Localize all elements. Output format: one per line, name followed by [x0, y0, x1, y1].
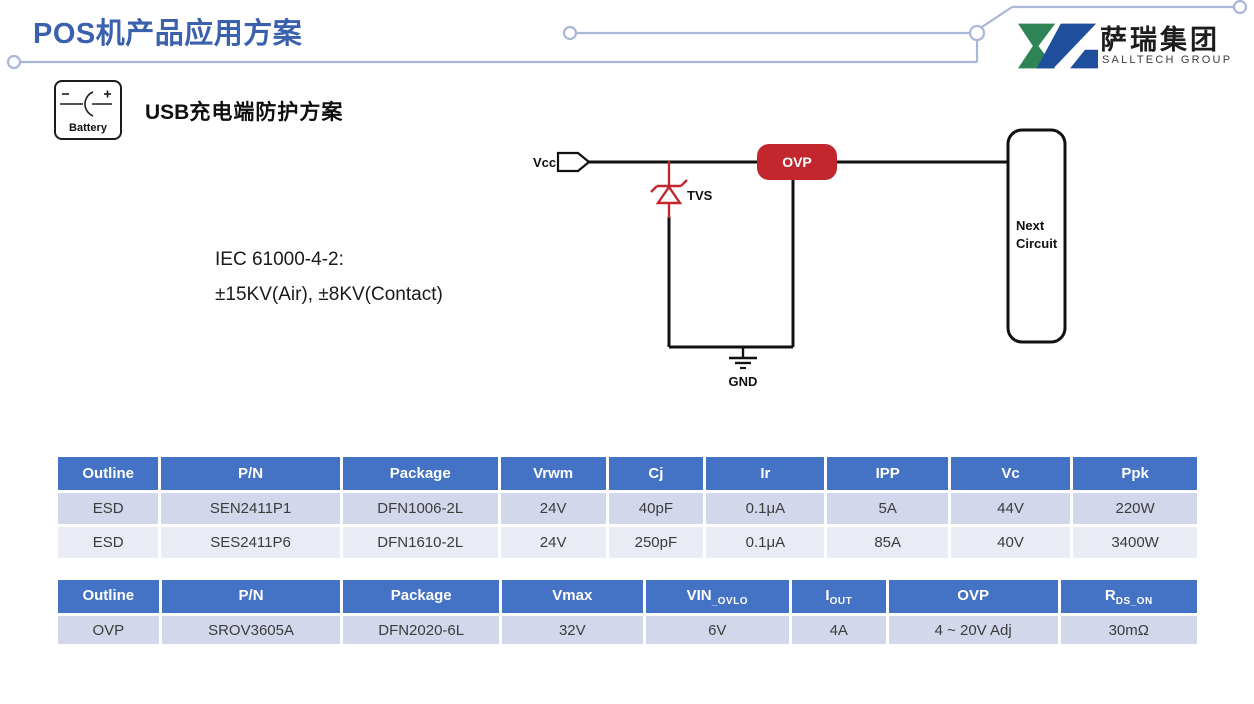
section-heading-main: 充电端防护方案 — [189, 100, 344, 124]
table-cell: ESD — [58, 493, 159, 524]
section-heading: USB充电端防护方案 — [145, 96, 343, 126]
table-cell: 30mΩ — [1060, 616, 1197, 644]
table-cell: 3400W — [1073, 527, 1197, 558]
column-header: VIN_OVLO — [645, 580, 789, 613]
salltech-logo-icon — [1018, 23, 1098, 69]
column-header: Ppk — [1073, 457, 1197, 490]
column-header: OVP — [888, 580, 1058, 613]
table-cell: 85A — [827, 527, 948, 558]
logo-name-en: SALLTECH GROUP — [1102, 54, 1233, 66]
column-header: Vc — [950, 457, 1071, 490]
ovp-block-label: OVP — [782, 154, 812, 170]
column-header: Vrwm — [500, 457, 606, 490]
table-cell: 220W — [1073, 493, 1197, 524]
next-circuit-label-line1: Next — [1016, 218, 1045, 233]
ground-symbol — [729, 347, 757, 370]
salltech-logo: 萨瑞集团 SALLTECH GROUP — [1018, 18, 1248, 74]
table-cell: 24V — [500, 493, 606, 524]
battery-label: Battery — [69, 122, 107, 134]
tvs-diode — [650, 161, 688, 218]
table-cell: 0.1μA — [706, 527, 825, 558]
table-cell: OVP — [58, 616, 159, 644]
table-cell: DFN2020-6L — [343, 616, 499, 644]
table-cell: 250pF — [608, 527, 704, 558]
iec-spec-text: IEC 61000-4-2: ±15KV(Air), ±8KV(Contact) — [215, 242, 443, 312]
table-cell: 6V — [645, 616, 789, 644]
table-cell: ESD — [58, 527, 159, 558]
page-title: POS机产品应用方案 — [33, 18, 303, 50]
table-row: OVP SROV3605A DFN2020-6L 32V 6V 4A 4 ~ 2… — [58, 616, 1197, 644]
esd-spec-table: Outline P/N Package Vrwm Cj Ir IPP Vc Pp… — [55, 454, 1200, 561]
column-header: Outline — [58, 580, 159, 613]
column-header: Ir — [706, 457, 825, 490]
circuit-trace-decoration — [6, 0, 1248, 70]
table-cell: 32V — [501, 616, 643, 644]
table-cell: SEN2411P1 — [161, 493, 340, 524]
table-cell: SES2411P6 — [161, 527, 340, 558]
battery-symbol — [60, 90, 112, 117]
table-cell: DFN1006-2L — [342, 493, 498, 524]
circuit-schematic: Vcc TVS OVP — [533, 128, 1067, 389]
column-header: P/N — [161, 580, 341, 613]
column-header: IPP — [827, 457, 948, 490]
table-cell: SROV3605A — [161, 616, 341, 644]
column-header: Cj — [608, 457, 704, 490]
table-cell: 0.1μA — [706, 493, 825, 524]
next-circuit-block — [1006, 128, 1067, 344]
column-header: RDS_ON — [1060, 580, 1197, 613]
table-cell: 40V — [950, 527, 1071, 558]
iec-line1: IEC 61000-4-2: — [215, 249, 344, 270]
column-header: Package — [343, 580, 499, 613]
table-cell: 5A — [827, 493, 948, 524]
logo-name-cn: 萨瑞集团 — [1100, 25, 1220, 55]
column-header: P/N — [161, 457, 340, 490]
vcc-input-arrow — [556, 151, 591, 173]
ovp-block — [757, 144, 837, 180]
gnd-label: GND — [729, 374, 758, 389]
esd-table-header-row: Outline P/N Package Vrwm Cj Ir IPP Vc Pp… — [58, 457, 1197, 490]
table-cell: 4 ~ 20V Adj — [888, 616, 1058, 644]
column-header: IOUT — [791, 580, 886, 613]
ovp-table-header-row: Outline P/N Package Vmax VIN_OVLO IOUT O… — [58, 580, 1197, 613]
column-header: Package — [342, 457, 498, 490]
table-cell: DFN1610-2L — [342, 527, 498, 558]
table-row: ESD SEN2411P1 DFN1006-2L 24V 40pF 0.1μA … — [58, 493, 1197, 524]
tvs-label: TVS — [687, 188, 713, 203]
column-header: Outline — [58, 457, 159, 490]
vcc-label: Vcc — [533, 155, 556, 170]
next-circuit-label-line2: Circuit — [1016, 236, 1058, 251]
column-header: Vmax — [501, 580, 643, 613]
table-cell: 44V — [950, 493, 1071, 524]
table-cell: 24V — [500, 527, 606, 558]
table-cell: 40pF — [608, 493, 704, 524]
iec-line2: ±15KV(Air), ±8KV(Contact) — [215, 284, 443, 305]
battery-icon: Battery — [54, 80, 122, 140]
table-cell: 4A — [791, 616, 886, 644]
section-heading-prefix: USB — [145, 101, 190, 124]
ovp-spec-table: Outline P/N Package Vmax VIN_OVLO IOUT O… — [55, 577, 1200, 647]
table-row: ESD SES2411P6 DFN1610-2L 24V 250pF 0.1μA… — [58, 527, 1197, 558]
